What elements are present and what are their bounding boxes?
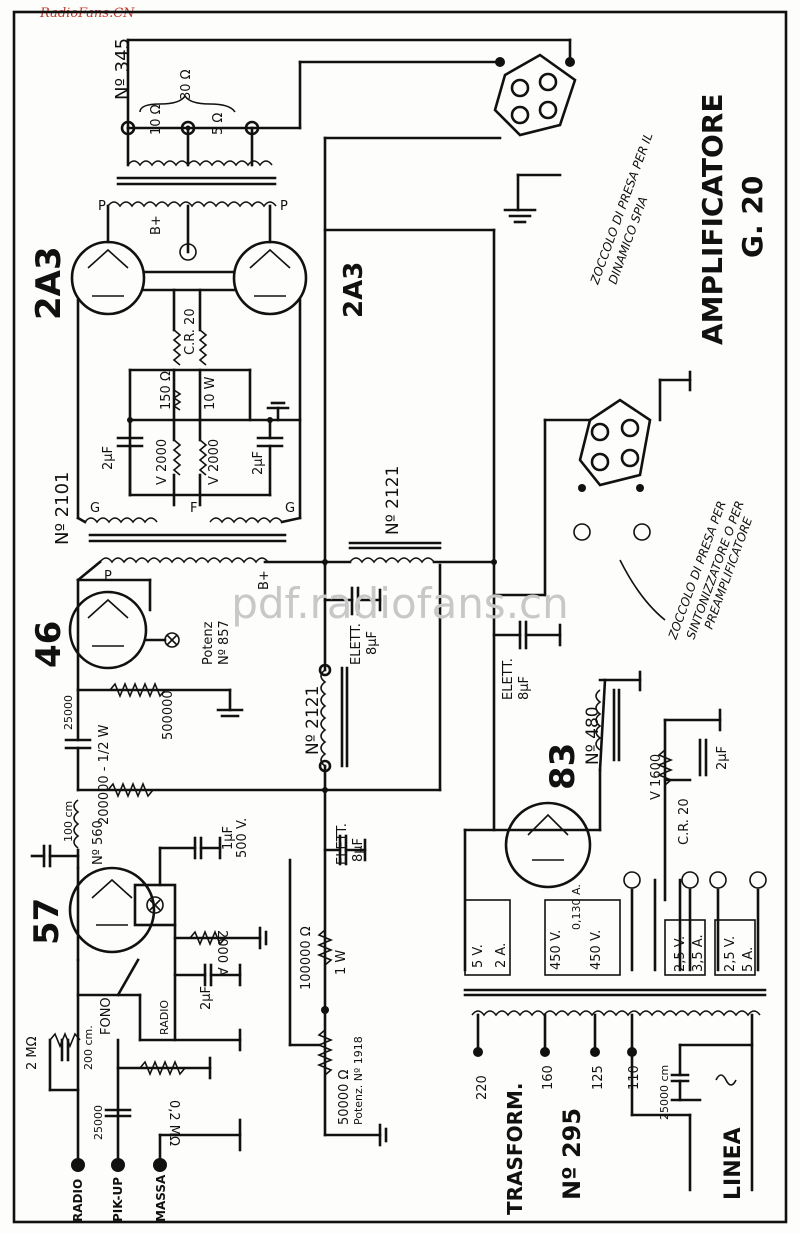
label-r100000: 100000 Ω [299,926,314,990]
label-tap125: 125 [591,1065,606,1090]
label-fono: FONO [99,997,114,1035]
radio-input-jack [71,1158,85,1172]
label-p2: P [280,199,288,214]
label-v1600: V 1600 [649,754,664,800]
label-s450a: 450 V. [549,930,564,970]
label-pot2: 50000 Ω [337,1070,352,1125]
label-pot2n: Potenz. Nº 1918 [352,1036,365,1125]
tube-2a3-right [232,204,308,316]
label-elett1v: 8µF [365,631,380,655]
label-elett3v: 8µF [517,676,532,700]
label-choke1: Nº 2121 [383,466,403,535]
mains-transformer [463,988,767,1192]
label-p1: P [98,199,106,214]
label-s5v: 5 V. [471,944,486,968]
label-c200: 200 cm. [82,1025,95,1070]
label-46: 46 [29,621,69,668]
speaker-socket [126,38,577,567]
source-mark: RadioFans.CN [40,6,135,21]
label-r5: 5 Ω [211,113,226,135]
label-elett2v: 8µF [351,838,366,862]
label-c500v: 500 V. [235,818,250,858]
label-cr20b: C.R. 20 [677,798,692,845]
label-r150: 150 Ω [159,371,174,410]
label-c25000b: 25000 [92,1105,105,1140]
label-potenz1n: Nº 857 [217,620,232,665]
label-r2000: 2000 A [214,930,229,976]
label-tap160: 160 [541,1065,556,1090]
label-2a3-right: 2A3 [339,262,369,318]
label-g1: G [90,501,100,516]
label-c25000cm: 25000 cm [658,1065,671,1120]
label-r02m: 0,2 MΩ [166,1100,181,1146]
label-tap110: 110 [627,1065,642,1090]
label-mains-no: Nº 295 [558,1108,586,1200]
label-output-transformer: Nº 345 [112,38,133,100]
label-elett3: ELETT. [501,658,516,700]
label-mains-transformer: TRASFORM. [503,1083,527,1216]
label-elett2: ELETT. [335,823,350,865]
label-s5a: 5 A. [741,947,756,972]
title-line1: AMPLIFICATORE [696,94,729,346]
label-c100cm: 100 cm [62,801,75,842]
label-p3: P [104,569,112,584]
label-rect-choke: Nº 480 [583,706,603,765]
label-r30: 30 Ω [179,69,194,100]
label-g2: G [285,501,295,516]
label-c25000: 25000 [62,695,75,730]
interstage-transformer [76,516,302,564]
pikup-input-jack [111,1158,125,1172]
label-s25v: 2,5 V. [673,936,688,972]
label-elett1: ELETT. [349,623,364,665]
label-in-massa: MASSA [154,1174,168,1222]
outer-border [12,10,788,1224]
label-r10: 10 Ω [149,104,164,135]
label-c2uf-left: 2µF [101,446,116,470]
label-c2ufb: 2µF [715,746,730,770]
label-s35a: 3,5 A. [691,934,706,972]
label-bplus-top: B+ [149,215,164,235]
label-interstage: Nº 2101 [52,472,73,545]
tuner-socket [492,370,692,621]
label-r500000: 500000 [161,690,176,740]
label-w1: 1 W [334,950,349,975]
label-s450b: 450 V. [589,930,604,970]
tube-57 [68,866,177,954]
label-linea: LINEA [721,1127,746,1200]
label-bplus: B+ [257,570,272,590]
label-cr20: C.R. 20 [183,308,198,355]
label-s25vb: 2,5 V. [723,936,738,972]
tube-46 [68,560,180,692]
label-57: 57 [27,898,67,945]
label-s0130: 0,130 A. [570,884,583,930]
label-r200000: 200000 - 1/2 W [97,724,112,825]
label-in-radio: RADIO [71,1179,85,1222]
label-choke2: Nº 2121 [303,686,323,755]
label-c2uf-right: 2µF [251,451,266,475]
label-radio-switch: RADIO [158,1000,171,1035]
massa-input-jack [153,1158,167,1172]
label-tap220: 220 [475,1075,490,1100]
label-v2000a: V 2000 [155,439,170,485]
title-line2: G. 20 [736,176,769,258]
label-c2uf-57: 2µF [199,986,214,1010]
label-83: 83 [543,743,583,790]
label-2a3-left: 2A3 [29,246,69,320]
label-c1uf: 1µF [221,826,236,850]
label-filament: Nº 560 [91,820,106,865]
label-s2a: 2 A. [494,943,509,968]
label-w10: 10 W [203,376,218,410]
output-transformer [107,94,277,208]
label-r2m: 2 MΩ [25,1036,40,1070]
label-v2000b: V 2000 [207,439,222,485]
label-in-pikup: PIK-UP [111,1177,125,1222]
watermark: pdf.radiofans.cn [231,579,569,628]
label-potenz1: Potenz [201,621,216,665]
label-f: F [190,501,197,516]
tube-2a3-left [70,204,146,316]
